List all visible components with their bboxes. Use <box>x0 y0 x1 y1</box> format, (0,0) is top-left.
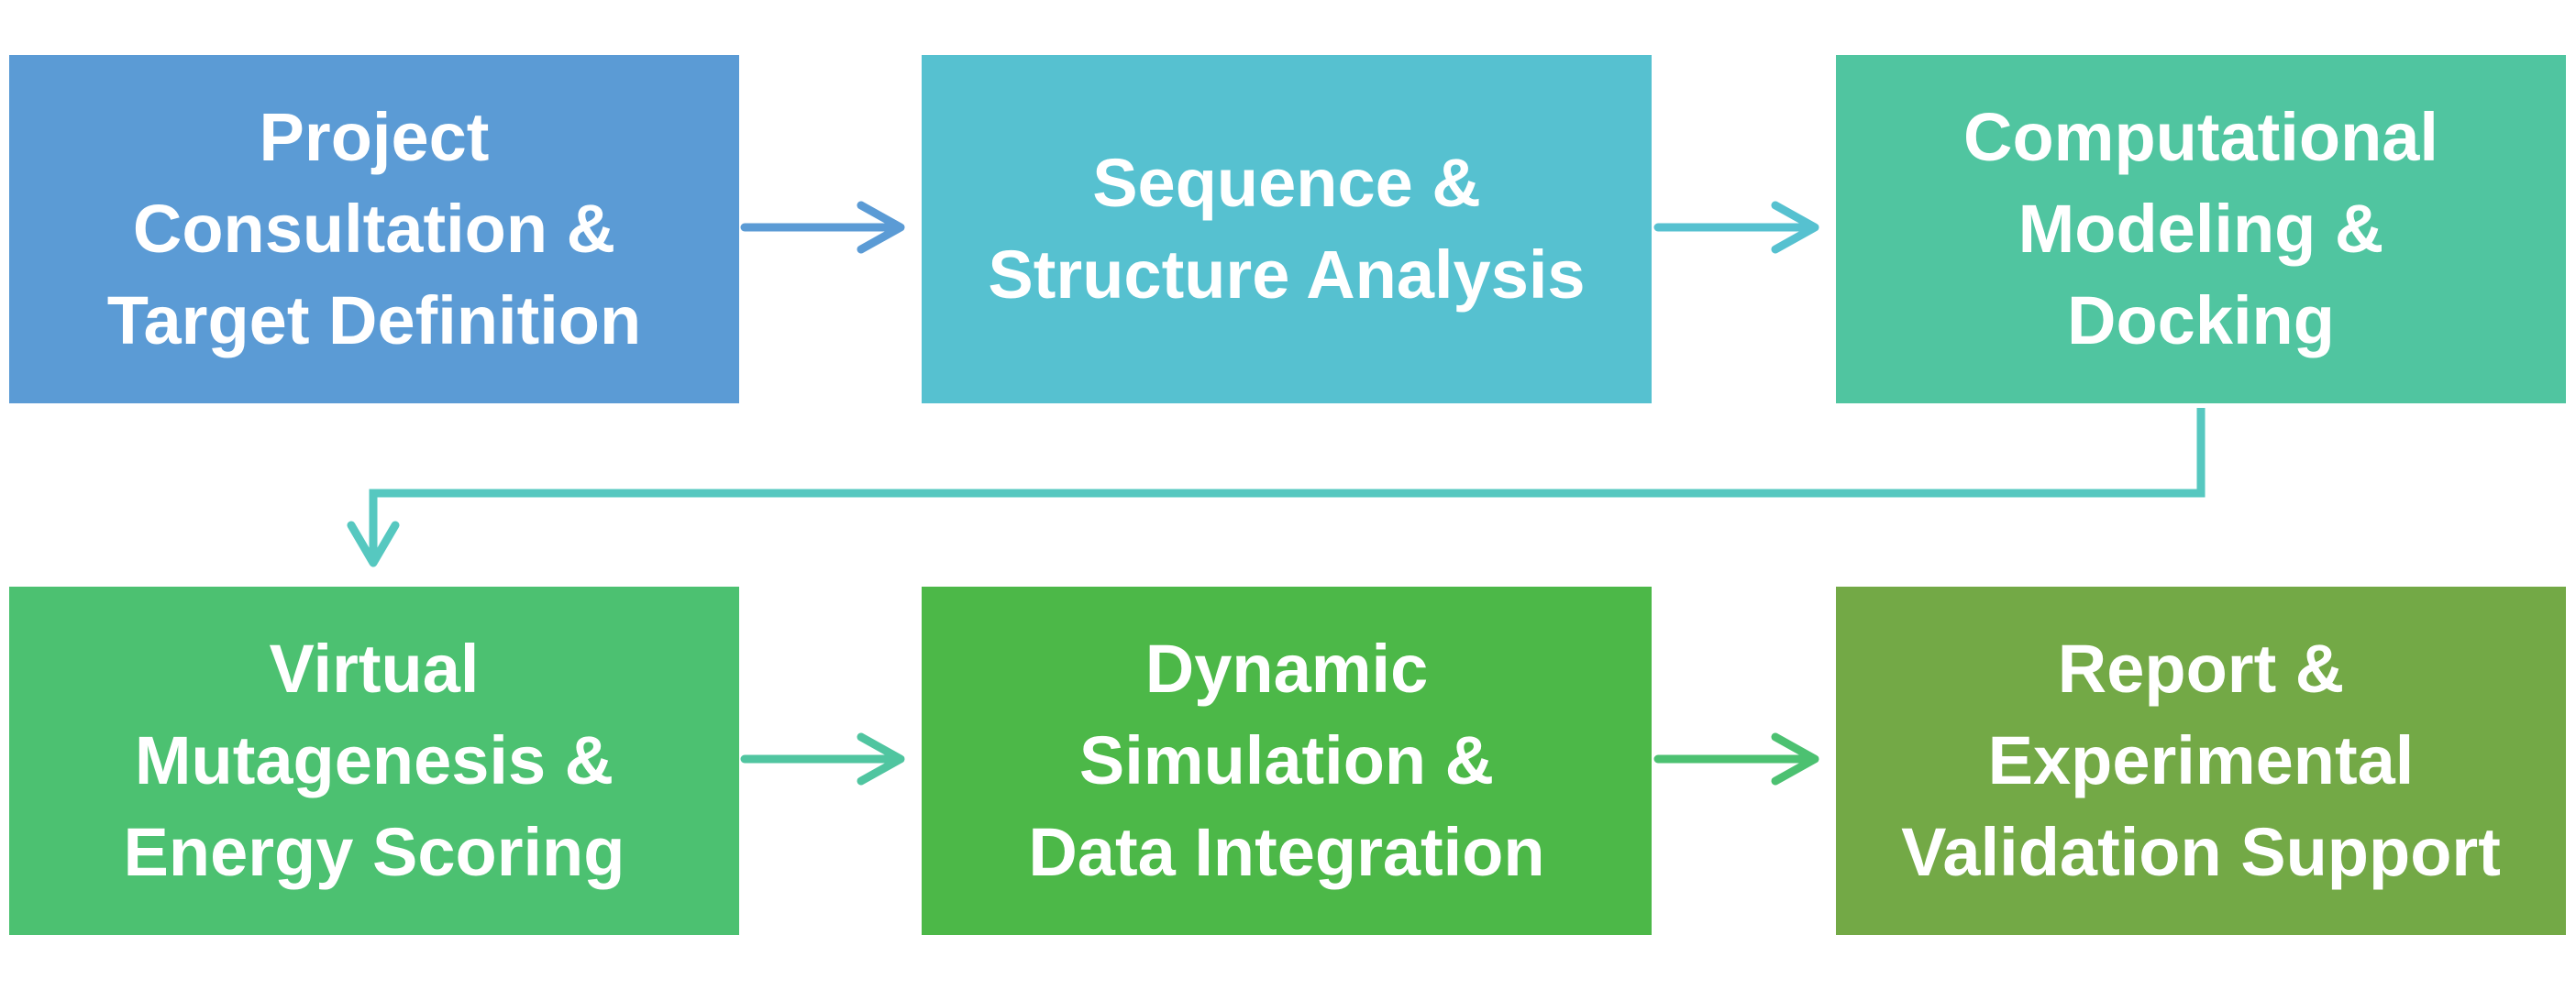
step-label-line: Simulation & <box>1078 722 1495 798</box>
step-label-line: Report & <box>2057 631 2345 707</box>
arrow-head <box>857 732 905 786</box>
step-label-line: Computational <box>1963 99 2438 175</box>
arrow-step3-to-step4 <box>347 408 2206 567</box>
step-label-line: Experimental <box>1987 722 2415 798</box>
step-label-line: Modeling & <box>2018 191 2384 267</box>
arrow-head <box>1771 732 1819 786</box>
arrow-head <box>857 201 905 254</box>
step-label-line: Dynamic <box>1144 631 1429 707</box>
arrow-step4-to-step5 <box>740 732 905 786</box>
arrow-head <box>1771 201 1819 254</box>
arrow-shaft <box>369 408 2206 555</box>
step-label-line: Docking <box>2067 282 2335 358</box>
arrow-step5-to-step6 <box>1653 732 1819 786</box>
arrow-step2-to-step3 <box>1653 201 1819 254</box>
step-dynamic-simulation: Dynamic Simulation & Data Integration <box>922 587 1652 935</box>
step-label-line: Project <box>259 99 490 175</box>
arrow-head <box>347 521 400 567</box>
step-label-line: Structure Analysis <box>988 236 1586 313</box>
step-report-validation: Report & Experimental Validation Support <box>1836 587 2566 935</box>
step-project-consultation: Project Consultation & Target Definition <box>9 55 739 403</box>
step-virtual-mutagenesis: Virtual Mutagenesis & Energy Scoring <box>9 587 739 935</box>
step-label-line: Mutagenesis & <box>134 722 614 798</box>
step-label-line: Sequence & <box>1092 145 1481 221</box>
step-label-line: Validation Support <box>1901 814 2501 890</box>
step-computational-modeling: Computational Modeling & Docking <box>1836 55 2566 403</box>
arrow-step1-to-step2 <box>740 201 905 254</box>
step-label-line: Target Definition <box>106 282 642 358</box>
step-label-line: Virtual <box>269 631 480 707</box>
step-label-line: Energy Scoring <box>123 814 625 890</box>
step-label-line: Consultation & <box>132 191 616 267</box>
step-sequence-structure-analysis: Sequence & Structure Analysis <box>922 55 1652 403</box>
step-label-line: Data Integration <box>1028 814 1545 890</box>
